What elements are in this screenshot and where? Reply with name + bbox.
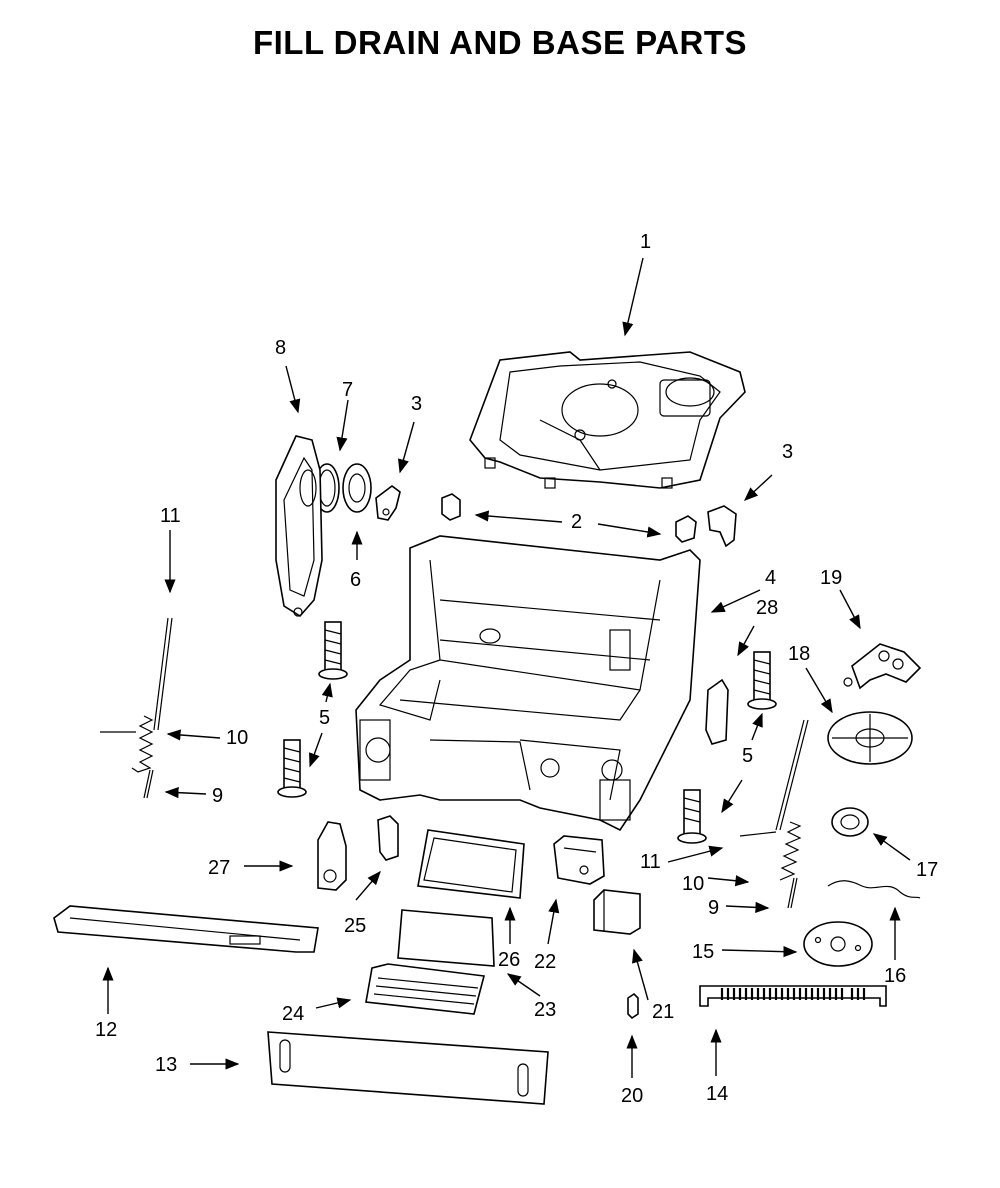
part-3-bracket-right [707,505,737,548]
callout-7: 7 [342,379,353,401]
part-2-clip-left [441,493,461,521]
callout-10-right: 10 [682,873,704,895]
callout-27: 27 [208,857,230,879]
callout-5-right: 5 [742,745,753,767]
callout-11-right: 11 [640,851,661,873]
part-15-plate [803,921,873,967]
callout-13: 13 [155,1054,177,1076]
part-10-spring-left [131,715,154,773]
part-8-housing [275,435,323,618]
callout-9-right: 9 [708,897,719,919]
part-10-spring-right [779,821,802,881]
part-25-clip [377,815,399,861]
callout-24: 24 [282,1003,304,1025]
part-14-rack [699,985,887,1007]
part-6-disc [342,463,372,513]
part-2-clip-right [675,515,697,543]
callout-25: 25 [344,915,366,937]
part-13-kick-plate [267,1031,549,1105]
part-22-bracket [553,835,605,885]
callout-28: 28 [756,597,778,619]
callout-6: 6 [350,569,361,591]
callout-12: 12 [95,1019,117,1041]
callout-1: 1 [640,231,651,253]
part-27-bracket [317,821,347,891]
part-17-clamp [831,807,869,837]
part-19-valve-bracket [843,643,922,690]
callout-3-right: 3 [782,441,793,463]
part-26-filter-frame [417,829,525,899]
callout-21: 21 [652,1001,674,1023]
part-16-wire [827,880,921,899]
callout-11-left: 11 [160,505,181,527]
leader-arrows [102,257,911,1078]
part-18-float-disc [827,711,913,765]
callout-20: 20 [621,1085,643,1107]
callout-5-upper-left: 5 [319,707,330,729]
part-11-rod-right [739,719,809,837]
callout-4: 4 [765,567,776,589]
callout-15: 15 [692,941,714,963]
part-20-fastener [627,992,639,1020]
callout-9-left: 9 [212,785,223,807]
part-24-grille [365,963,486,1015]
callout-23: 23 [534,999,556,1021]
part-21-block [593,889,641,935]
part-3-bracket-left [375,485,401,521]
callout-2: 2 [571,511,582,533]
part-9-pin-right [787,877,798,909]
callout-8: 8 [275,337,286,359]
callout-10-left: 10 [226,727,248,749]
part-4-base-frame [355,535,701,832]
page-title: FILL DRAIN AND BASE PARTS [252,24,748,61]
callout-16: 16 [884,965,906,987]
callout-18: 18 [788,643,810,665]
part-12-bar [53,905,319,953]
callout-17: 17 [916,859,938,881]
part-5-leg-upper-right [747,651,777,710]
part-23-panel [397,909,495,967]
part-1-base-plate [469,351,746,489]
callout-14: 14 [706,1083,728,1105]
part-5-leg-lower-right [677,789,707,844]
part-11-rod-left [100,617,173,733]
part-5-leg-lower-left [277,739,307,798]
callout-19: 19 [820,567,842,589]
callout-3-left: 3 [411,393,422,415]
part-28-bracket [705,678,729,745]
part-9-pin-left [143,769,154,799]
part-5-leg-upper-left [318,621,348,680]
callout-26: 26 [498,949,520,971]
callout-22: 22 [534,951,556,973]
